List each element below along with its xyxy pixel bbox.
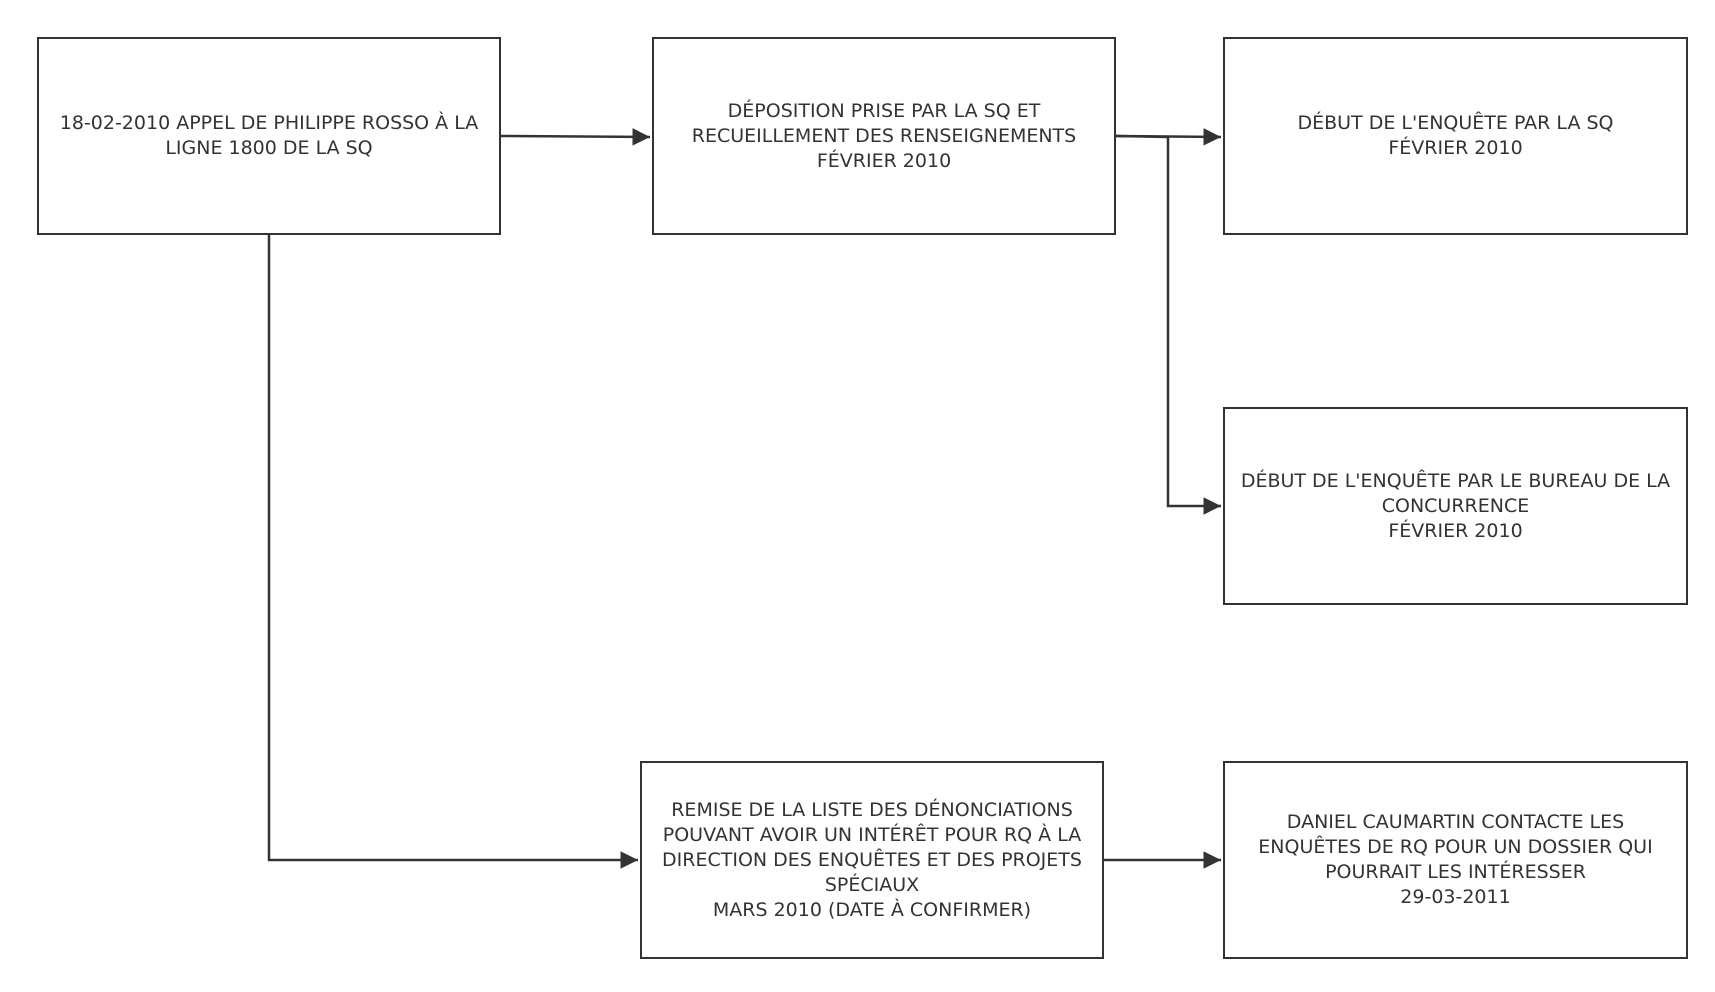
connector-n2-n4 bbox=[1115, 134, 1221, 515]
node-line: FÉVRIER 2010 bbox=[1388, 519, 1523, 542]
node-line: REMISE DE LA LISTE DES DÉNONCIATIONS bbox=[671, 798, 1073, 821]
node-line: FÉVRIER 2010 bbox=[816, 149, 952, 172]
node-daniel-caumartin-contacte[interactable]: DANIEL CAUMARTIN CONTACTE LES ENQUÊTES D… bbox=[1223, 761, 1688, 959]
node-line: MARS 2010 (DATE À CONFIRMER) bbox=[712, 898, 1032, 921]
node-line: 18-02-2010 APPEL DE PHILIPPE ROSSO À LA bbox=[59, 112, 479, 134]
node-line: RECUEILLEMENT DES RENSEIGNEMENTS bbox=[691, 124, 1077, 147]
node-line: LIGNE 1800 DE LA SQ bbox=[165, 137, 373, 159]
node-debut-enquete-bureau-concurrence[interactable]: DÉBUT DE L'ENQUÊTE PAR LE BUREAU DE LA C… bbox=[1223, 407, 1688, 605]
node-line: DÉBUT DE L'ENQUÊTE PAR LE BUREAU DE LA bbox=[1240, 469, 1671, 492]
node-line: FÉVRIER 2010 bbox=[1388, 137, 1523, 159]
node-line: DIRECTION DES ENQUÊTES ET DES PROJETS bbox=[662, 848, 1082, 871]
connector-n1-n5 bbox=[267, 235, 638, 869]
node-line: DÉBUT DE L'ENQUÊTE PAR LA SQ bbox=[1297, 112, 1614, 134]
node-line: ENQUÊTES DE RQ POUR UN DOSSIER QUI bbox=[1258, 836, 1653, 858]
node-appel-philippe-rosso[interactable]: 18-02-2010 APPEL DE PHILIPPE ROSSO À LA … bbox=[37, 37, 501, 235]
node-remise-liste-denonciations[interactable]: REMISE DE LA LISTE DES DÉNONCIATIONS POU… bbox=[640, 761, 1104, 959]
node-line: 29-03-2011 bbox=[1400, 886, 1511, 908]
node-line: POUVANT AVOIR UN INTÉRÊT POUR RQ À LA bbox=[662, 823, 1082, 846]
node-line: POURRAIT LES INTÉRESSER bbox=[1325, 861, 1586, 883]
node-line: CONCURRENCE bbox=[1381, 494, 1530, 517]
connector-n1-n2 bbox=[500, 128, 651, 146]
node-debut-enquete-sq[interactable]: DÉBUT DE L'ENQUÊTE PAR LA SQ FÉVRIER 201… bbox=[1223, 37, 1688, 235]
node-line: SPÉCIAUX bbox=[824, 873, 920, 896]
node-deposition-sq[interactable]: DÉPOSITION PRISE PAR LA SQ ET RECUEILLEM… bbox=[652, 37, 1116, 235]
node-line: DÉPOSITION PRISE PAR LA SQ ET bbox=[727, 99, 1041, 122]
node-line: DANIEL CAUMARTIN CONTACTE LES bbox=[1286, 811, 1625, 833]
